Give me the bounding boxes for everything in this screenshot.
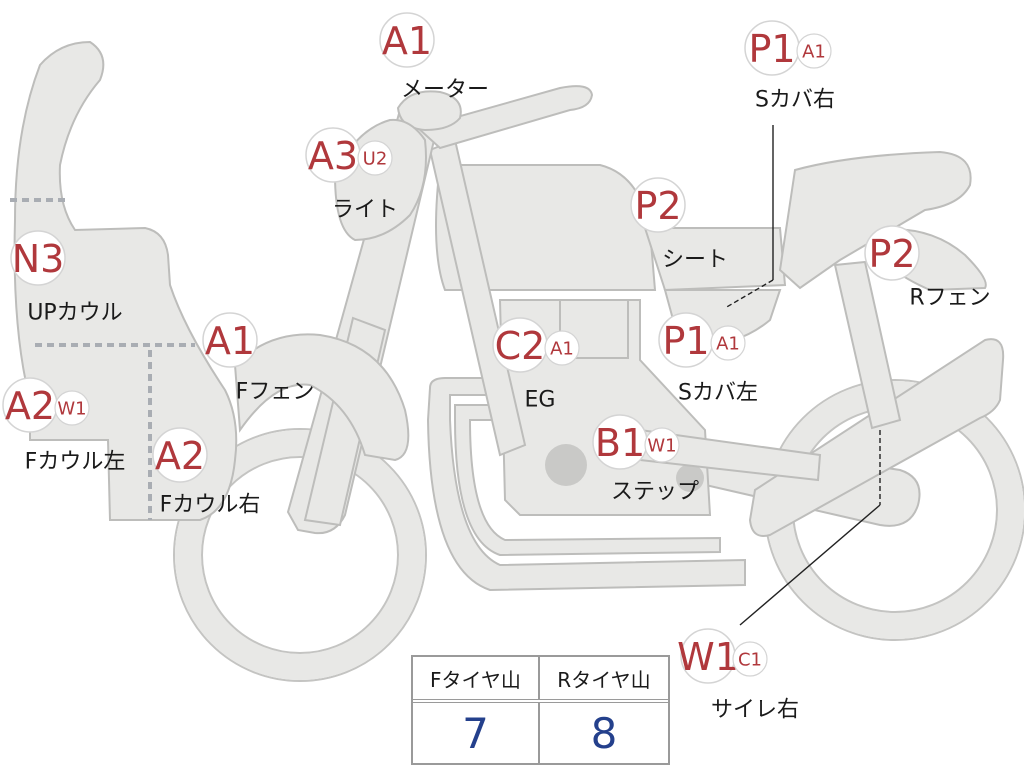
engine-cover-round bbox=[545, 444, 587, 486]
part-name-label: サイレ右 bbox=[711, 698, 799, 723]
front-tire-header: Fタイヤ山 bbox=[413, 657, 540, 703]
part-name-label: Rフェン bbox=[909, 286, 990, 311]
handlebar bbox=[415, 85, 594, 150]
secondary-code-badge bbox=[644, 427, 680, 463]
code-badge bbox=[379, 12, 435, 68]
rear-tire-header: Rタイヤ山 bbox=[538, 657, 668, 703]
part-name-label: メーター bbox=[401, 78, 489, 103]
secondary-code-badge bbox=[710, 325, 746, 361]
secondary-damage-code: U2 bbox=[363, 149, 388, 170]
tire-tread-table: Fタイヤ山 Rタイヤ山 7 8 bbox=[411, 655, 670, 765]
front-fender-shape bbox=[233, 333, 410, 462]
secondary-damage-code: W1 bbox=[647, 436, 676, 457]
damage-code: A2 bbox=[155, 434, 205, 478]
damage-code: P1 bbox=[662, 319, 709, 363]
part-name-label: UPカウル bbox=[27, 301, 122, 326]
part-name-label: Sカバ右 bbox=[755, 88, 835, 113]
code-badge bbox=[10, 230, 66, 286]
secondary-code-badge bbox=[54, 390, 90, 426]
seat-rail bbox=[643, 227, 787, 292]
part-name-label: ステップ bbox=[611, 480, 699, 505]
part-name-label: シート bbox=[662, 248, 728, 273]
rear-stay bbox=[833, 260, 902, 430]
secondary-code-badge bbox=[796, 33, 832, 69]
part-name-label: Fフェン bbox=[236, 380, 315, 405]
secondary-code-badge bbox=[544, 330, 580, 366]
damage-code: B1 bbox=[595, 421, 645, 465]
part-name-label: Fカウル左 bbox=[25, 450, 126, 475]
fuel-tank bbox=[435, 164, 657, 291]
secondary-code-badge bbox=[357, 140, 393, 176]
damage-code: P1 bbox=[748, 27, 795, 71]
code-badge bbox=[152, 427, 208, 483]
front-tire-value: 7 bbox=[413, 701, 540, 763]
damage-code: P2 bbox=[868, 232, 915, 276]
part-name-label: Fカウル右 bbox=[160, 493, 261, 518]
damage-code: C2 bbox=[495, 324, 546, 368]
rear-tire-value: 8 bbox=[590, 708, 618, 758]
code-badge bbox=[202, 312, 258, 368]
leader-muffler-diag bbox=[739, 504, 881, 626]
secondary-damage-code: A1 bbox=[802, 42, 826, 63]
damage-code: A3 bbox=[308, 134, 358, 178]
seat bbox=[778, 150, 972, 290]
secondary-damage-code: A1 bbox=[550, 339, 574, 360]
secondary-damage-code: A1 bbox=[716, 334, 740, 355]
part-label-group-seat: P2 シート bbox=[630, 177, 728, 273]
engine-bolt bbox=[676, 464, 704, 492]
damage-code: A1 bbox=[382, 19, 432, 63]
code-badge bbox=[630, 177, 686, 233]
damage-code: A2 bbox=[5, 384, 55, 428]
damage-code: P2 bbox=[634, 184, 681, 228]
leader-s-cover-right-diag bbox=[724, 279, 774, 309]
part-label-group-meter: A1 メーター bbox=[379, 12, 489, 103]
front-wheel bbox=[173, 428, 427, 682]
damage-code: A1 bbox=[205, 319, 255, 363]
part-name-label: EG bbox=[525, 388, 556, 413]
exhaust-pipe bbox=[426, 377, 746, 592]
part-name-label: Sカバ左 bbox=[678, 381, 758, 406]
code-badge bbox=[864, 225, 920, 281]
muffler-right-shape bbox=[748, 338, 1005, 537]
secondary-damage-code: W1 bbox=[57, 399, 86, 420]
secondary-code-badge bbox=[732, 641, 768, 677]
damage-code: N3 bbox=[12, 237, 65, 281]
damage-code: W1 bbox=[677, 635, 739, 679]
secondary-damage-code: C1 bbox=[738, 650, 762, 671]
part-name-label: ライト bbox=[332, 198, 398, 223]
exhaust-pipe-inner bbox=[454, 404, 721, 557]
